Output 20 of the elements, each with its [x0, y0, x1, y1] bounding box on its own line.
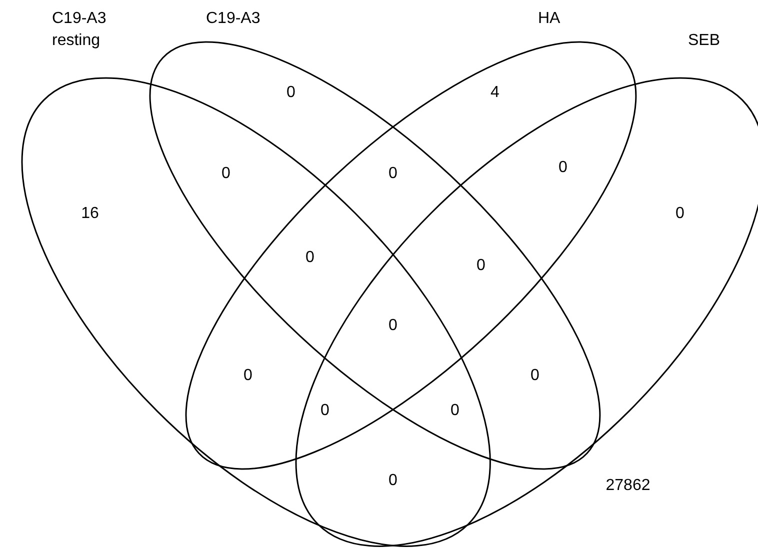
region-count: 0 [530, 367, 540, 385]
region-count: 4 [490, 84, 500, 102]
region-count: 0 [388, 317, 398, 335]
region-count: 0 [222, 165, 230, 183]
region-count: 0 [244, 367, 252, 385]
set-label: C19-A3 resting [52, 9, 108, 51]
set-label: SEB [688, 31, 720, 51]
region-count: 27862 [606, 477, 650, 495]
region-count: 0 [676, 205, 684, 223]
region-count: 0 [476, 257, 486, 275]
region-count: 0 [286, 84, 296, 102]
set-label: HA [538, 9, 560, 29]
region-count: 0 [388, 472, 398, 490]
region-count: 0 [306, 249, 314, 267]
region-count: 0 [558, 159, 568, 177]
region-count: 16 [81, 205, 99, 223]
region-count: 0 [450, 402, 460, 420]
set-label: C19-A3 [206, 9, 260, 29]
region-count: 0 [388, 165, 398, 183]
region-count: 0 [320, 402, 330, 420]
